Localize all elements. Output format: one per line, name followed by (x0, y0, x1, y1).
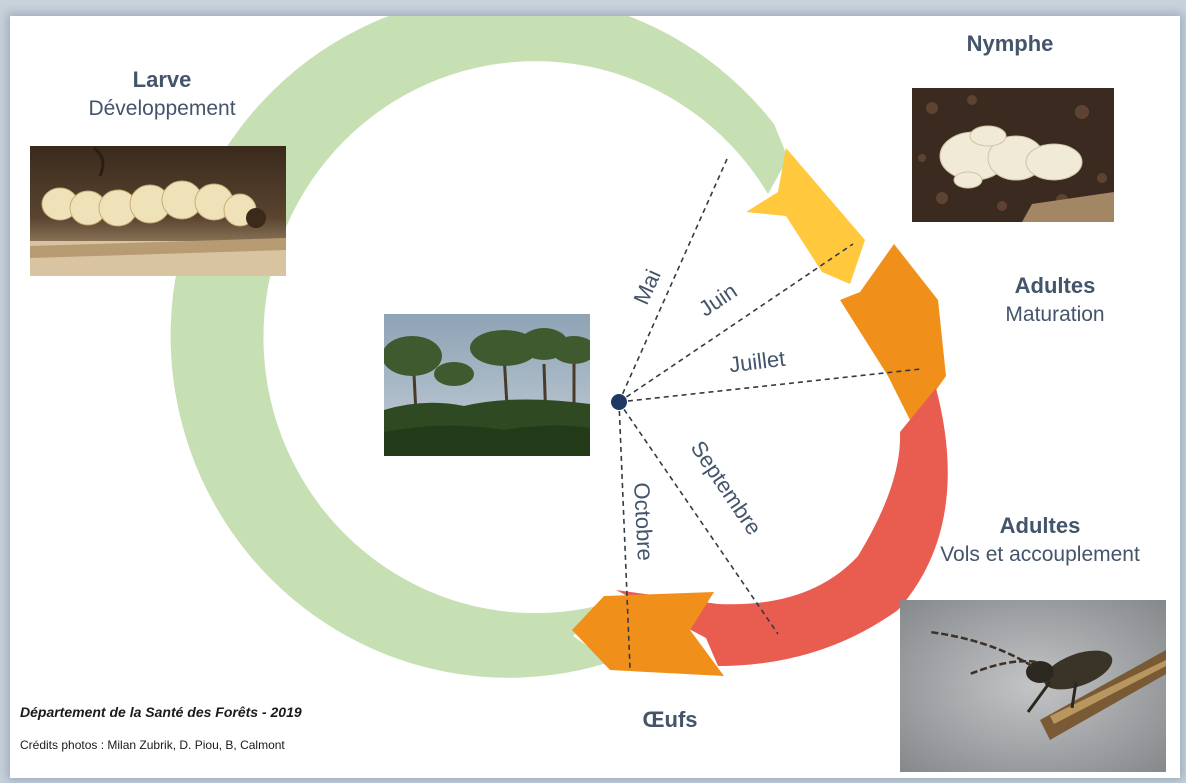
stage-adultes-vols-title: Adultes (999, 513, 1081, 538)
month-label-juillet: Juillet (728, 346, 787, 378)
department-credit: Département de la Santé des Forêts - 201… (20, 704, 302, 720)
stage-larve: Larve Développement (52, 66, 272, 124)
larve-arc (170, 16, 788, 678)
stage-adultes-maturation: Adultes Maturation (960, 272, 1150, 330)
maturation-arrow (840, 244, 946, 424)
adulte-photo (900, 600, 1166, 772)
stage-larve-title: Larve (132, 67, 192, 92)
photo-credits: Crédits photos : Milan Zubrik, D. Piou, … (20, 738, 285, 752)
stage-adultes-vols: Adultes Vols et accouplement (902, 512, 1178, 570)
stage-larve-subtitle: Développement (88, 97, 236, 120)
vols-arrow (616, 388, 948, 666)
line-septembre (618, 401, 779, 635)
center-dot (611, 394, 627, 410)
stage-nymphe-title: Nymphe (966, 31, 1054, 56)
line-juillet (618, 368, 922, 403)
life-cycle-diagram: Mai Juin Juillet Septembre Octobre (170, 16, 948, 678)
nymphe-photo (912, 88, 1114, 222)
forest-photo (384, 314, 590, 456)
month-label-septembre: Septembre (686, 436, 767, 539)
month-lines (618, 158, 922, 669)
stage-adultes-maturation-title: Adultes (1014, 273, 1096, 298)
stage-adultes-vols-subtitle: Vols et accouplement (940, 543, 1140, 566)
stage-adultes-maturation-subtitle: Maturation (1005, 303, 1105, 326)
stage-oeufs-title: Œufs (642, 707, 698, 732)
larve-photo (30, 146, 286, 276)
stage-nymphe: Nymphe (940, 30, 1080, 58)
slide: Mai Juin Juillet Septembre Octobre Larve… (10, 16, 1180, 778)
line-juin (618, 243, 854, 403)
nymphe-arrow (746, 148, 865, 284)
month-label-juin: Juin (694, 278, 741, 321)
oeufs-arrow (572, 592, 724, 676)
stage-oeufs: Œufs (610, 706, 730, 734)
month-label-octobre: Octobre (629, 482, 658, 561)
month-label-mai: Mai (629, 266, 666, 309)
